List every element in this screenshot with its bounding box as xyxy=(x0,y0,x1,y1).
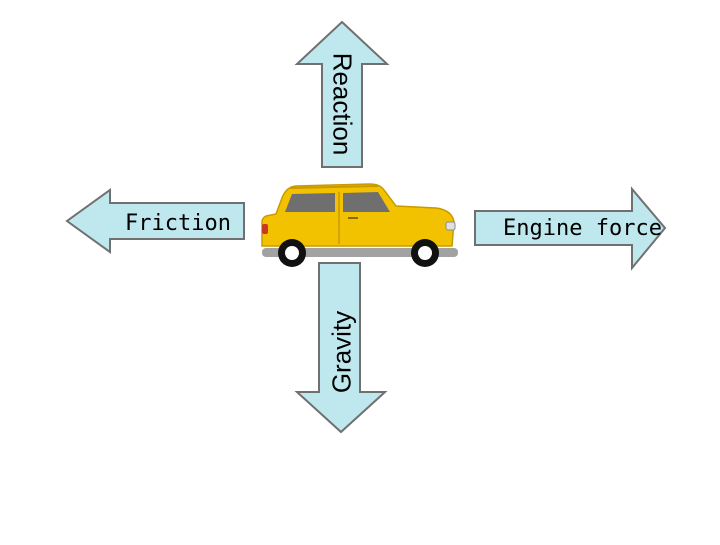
friction-label: Friction xyxy=(125,211,231,236)
reaction-label: Reaction xyxy=(327,52,358,156)
friction-arrow xyxy=(65,188,245,254)
engine-force-arrow xyxy=(474,186,667,271)
car-icon xyxy=(261,183,458,267)
engine-force-label: Engine force xyxy=(503,216,662,241)
gravity-label: Gravity xyxy=(326,310,357,394)
reaction-arrow xyxy=(294,20,390,168)
gravity-arrow xyxy=(294,262,388,434)
